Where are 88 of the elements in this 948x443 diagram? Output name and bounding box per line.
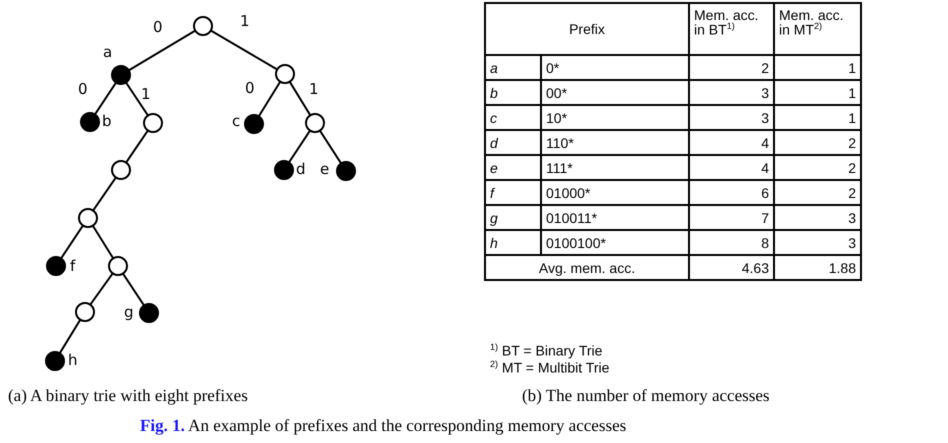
node-label: h	[68, 353, 78, 368]
prefix-letter: f	[485, 180, 541, 205]
column-header: Prefix	[485, 3, 689, 55]
access-count: 3	[689, 105, 774, 130]
node-label: b	[102, 114, 112, 129]
row-header: Avg. mem. acc.	[485, 255, 689, 280]
tree-edge	[125, 82, 149, 116]
access-count: 8	[689, 230, 774, 255]
tree-edge	[210, 30, 278, 70]
prefix-node	[274, 160, 294, 180]
prefix-node	[46, 256, 66, 276]
trie-node	[275, 64, 295, 84]
prefix-value: 00*	[541, 80, 689, 105]
trie-node	[193, 16, 213, 36]
access-count: 3	[689, 80, 774, 105]
prefix-letter: h	[485, 230, 541, 255]
edge-label: 1	[141, 87, 151, 102]
edge-label: 1	[240, 14, 250, 29]
footnote: $^{2)}$ MT = Multibit Trie	[490, 359, 610, 376]
footnote: $^{1)}$ BT = Binary Trie	[490, 342, 602, 359]
edge-label: 0	[153, 20, 163, 35]
edge-label: 0	[78, 82, 88, 97]
tree-edge	[94, 82, 117, 116]
prefix-letter: g	[485, 205, 541, 230]
prefix-letter: e	[485, 155, 541, 180]
node-label: a	[103, 45, 112, 60]
access-count: 3	[774, 230, 861, 255]
tree-edge	[92, 176, 117, 212]
node-label: g	[124, 305, 134, 320]
prefix-node	[336, 161, 356, 181]
access-count: 1	[774, 105, 861, 130]
trie-node	[143, 113, 163, 133]
tree-edge	[89, 272, 114, 306]
node-label: c	[232, 114, 240, 129]
tree-edge	[288, 81, 312, 116]
tree-edge	[128, 30, 196, 72]
trie-node	[305, 113, 325, 133]
access-count: 7	[689, 205, 774, 230]
access-count: 2	[774, 180, 861, 205]
prefix-node	[244, 114, 264, 134]
prefix-value: 10*	[541, 105, 689, 130]
tree-edge	[319, 130, 342, 164]
access-count: 2	[774, 130, 861, 155]
prefix-value: 111*	[541, 155, 689, 180]
column-header: Mem. acc. in BT$^{1)}$	[689, 3, 774, 55]
edge-label: 0	[245, 81, 255, 96]
tree-edge	[258, 81, 282, 117]
node-label: e	[320, 162, 330, 177]
tree-edge	[288, 130, 311, 164]
node-label: f	[70, 259, 76, 274]
access-count: 2	[774, 155, 861, 180]
prefix-value: 0*	[541, 55, 689, 80]
access-count: 4.63	[689, 255, 774, 280]
access-count: 3	[774, 205, 861, 230]
subfigure-caption: (b) The number of memory accesses	[522, 386, 770, 406]
prefix-letter: c	[485, 105, 541, 130]
prefix-value: 010011*	[541, 205, 689, 230]
tree-edge	[92, 225, 114, 259]
figure-caption: Fig. 1. An example of prefixes and the corresponding memory accesses	[140, 416, 626, 436]
prefix-letter: d	[485, 130, 541, 155]
prefix-letter: b	[485, 80, 541, 105]
prefix-node	[45, 351, 65, 371]
access-count: 6	[689, 180, 774, 205]
node-label: d	[296, 162, 306, 177]
access-count: 2	[689, 55, 774, 80]
column-header: Mem. acc. in MT$^{2)}$	[774, 3, 861, 55]
access-count: 1	[774, 80, 861, 105]
prefix-node	[111, 65, 131, 85]
trie-node	[78, 208, 98, 228]
access-count: 1.88	[774, 255, 861, 280]
access-count: 4	[689, 130, 774, 155]
tree-edge	[60, 224, 84, 260]
prefix-letter: a	[485, 55, 541, 80]
subfigure-caption: (a) A binary trie with eight prefixes	[8, 386, 248, 406]
prefix-value: 01000*	[541, 180, 689, 205]
prefix-node	[80, 112, 100, 132]
access-count: 1	[774, 55, 861, 80]
edge-label: 1	[309, 82, 319, 97]
trie-node	[75, 302, 95, 322]
tree-edge	[58, 319, 82, 354]
tree-edge	[125, 130, 149, 164]
trie-node	[111, 160, 131, 180]
prefix-node	[139, 303, 159, 323]
access-count: 4	[689, 155, 774, 180]
trie-node	[108, 256, 128, 276]
prefix-value: 0100100*	[541, 230, 689, 255]
prefix-value: 110*	[541, 130, 689, 155]
tree-edge	[122, 272, 145, 306]
